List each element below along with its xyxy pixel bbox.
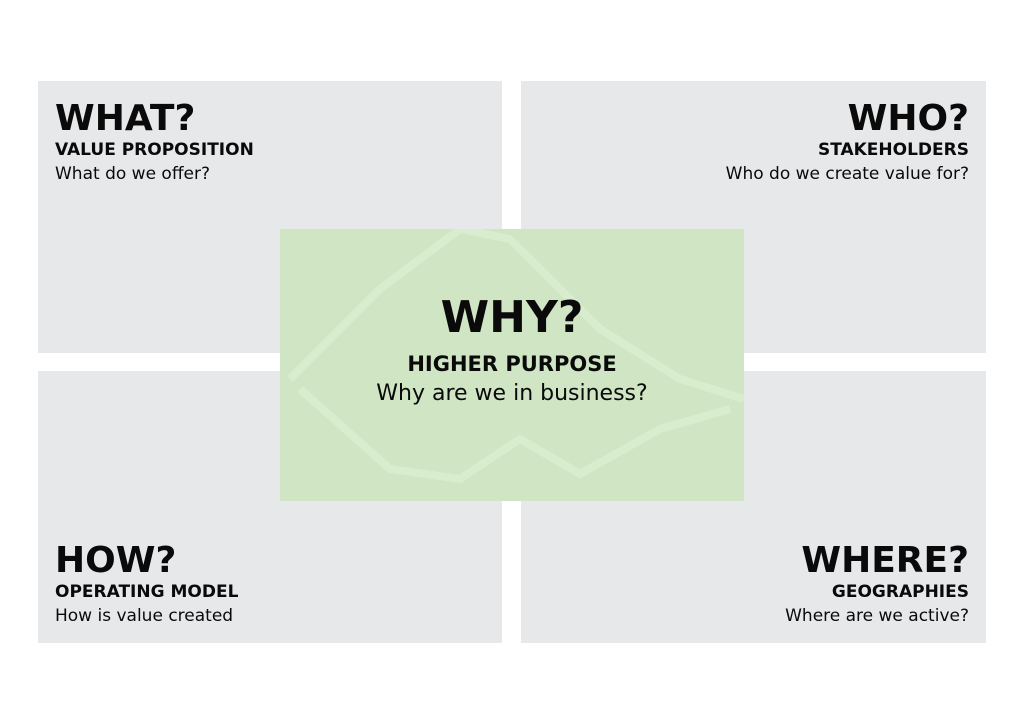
what-question: What do we offer?: [55, 164, 211, 184]
who-question: Who do we create value for?: [725, 164, 969, 184]
where-subtitle: GEOGRAPHIES: [831, 582, 969, 602]
where-question: Where are we active?: [785, 606, 969, 626]
what-title: WHAT?: [55, 98, 196, 139]
background-pattern: [287, 229, 744, 484]
who-subtitle: STAKEHOLDERS: [817, 140, 969, 160]
quadrant-what: WHAT? VALUE PROPOSITION What do we offer…: [38, 81, 502, 353]
quadrant-how: HOW? OPERATING MODEL How is value create…: [38, 371, 502, 643]
why-title: WHY?: [440, 292, 584, 343]
why-subtitle: HIGHER PURPOSE: [407, 352, 617, 376]
where-title: WHERE?: [801, 540, 969, 581]
how-question: How is value created: [55, 606, 234, 626]
center-why: WHY? HIGHER PURPOSE Why are we in busine…: [280, 229, 744, 501]
why-question: Why are we in business?: [376, 381, 648, 406]
how-subtitle: OPERATING MODEL: [55, 582, 239, 602]
what-subtitle: VALUE PROPOSITION: [55, 140, 254, 160]
who-title: WHO?: [847, 98, 969, 139]
how-title: HOW?: [55, 540, 177, 581]
